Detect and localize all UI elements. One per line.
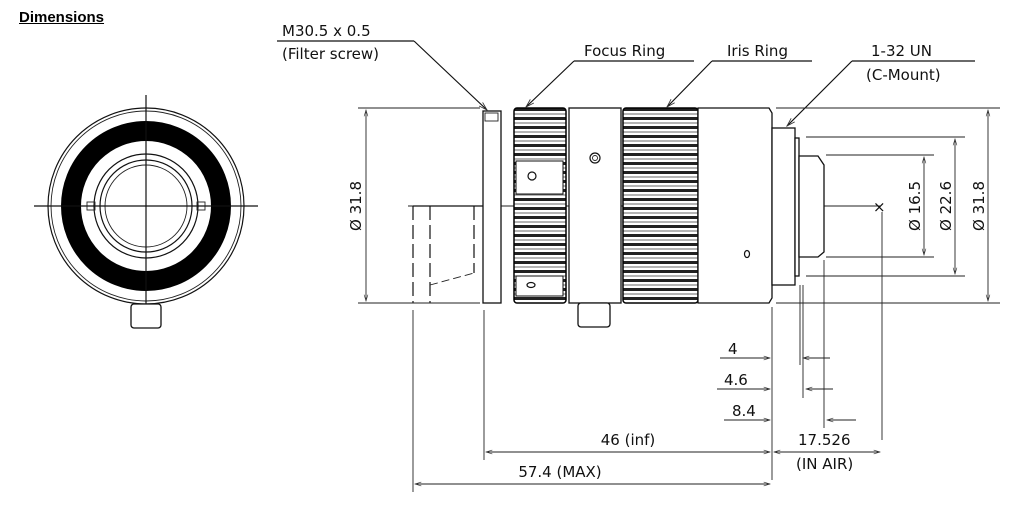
rear-diameter-22-6: Ø 22.6 — [937, 181, 955, 231]
focus-ring-label: Focus Ring — [584, 42, 665, 60]
dimension-lines: Ø 31.8 Ø 31.8 Ø 22.6 Ø 16.5 4 4.6 8.4 — [347, 107, 1000, 492]
iris-ring-label: Iris Ring — [727, 42, 788, 60]
front-view — [34, 95, 258, 329]
dim-8-4: 8.4 — [732, 402, 756, 420]
mount-type-label: (C-Mount) — [866, 66, 941, 84]
rear-diameter-16-5: Ø 16.5 — [906, 181, 924, 231]
mount-thread-label: 1-32 UN — [871, 42, 932, 60]
dim-4-6: 4.6 — [724, 371, 748, 389]
center-mark: × — [873, 198, 886, 216]
side-view: × — [408, 107, 886, 440]
front-diameter: Ø 31.8 — [347, 181, 365, 231]
filter-screw-label: (Filter screw) — [282, 45, 379, 63]
filter-screw-spec: M30.5 x 0.5 — [282, 22, 371, 40]
dim-4: 4 — [728, 340, 738, 358]
flange-back: 17.526 — [798, 431, 851, 449]
length-inf: 46 (inf) — [601, 431, 656, 449]
page-title: Dimensions — [19, 9, 105, 26]
length-max: 57.4 (MAX) — [518, 463, 601, 481]
annotations: M30.5 x 0.5 (Filter screw) Focus Ring Ir… — [277, 22, 975, 126]
rear-diameter-31-8: Ø 31.8 — [970, 181, 988, 231]
flange-back-note: (IN AIR) — [796, 455, 853, 473]
